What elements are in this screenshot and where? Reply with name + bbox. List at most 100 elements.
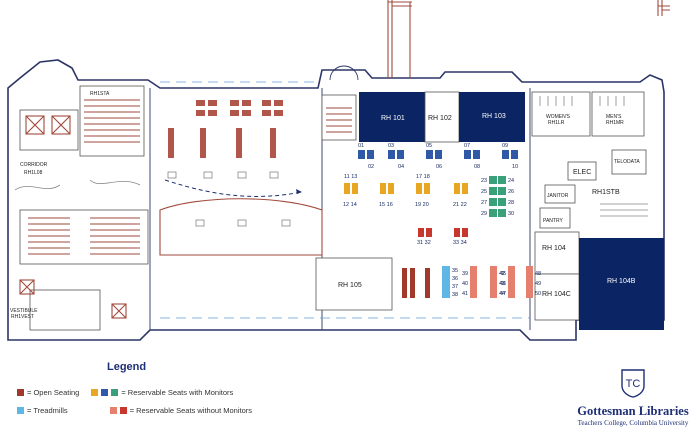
legend-title: Legend <box>107 361 147 373</box>
seat-23[interactable] <box>489 176 497 184</box>
seat-column-salmon_d[interactable] <box>526 266 533 298</box>
seat-label-50: 50 <box>535 291 541 297</box>
swatch-yellow-icon <box>91 389 99 396</box>
seat-label-10: 10 <box>512 164 518 170</box>
room-label-rh104: RH 104 <box>542 245 566 252</box>
treadmill-column[interactable] <box>442 266 450 298</box>
seat-01[interactable] <box>358 150 365 159</box>
seat-column-salmon_b[interactable] <box>490 266 497 298</box>
seat-yellow-3-a[interactable] <box>454 183 460 194</box>
seat-09[interactable] <box>502 150 509 159</box>
seat-25[interactable] <box>489 187 497 195</box>
seat-label-49: 49 <box>535 281 541 287</box>
seat-04[interactable] <box>397 150 404 159</box>
room-label-telodata: TELODATA <box>614 159 640 165</box>
seat-label-29: 29 <box>481 211 487 217</box>
room-label-womens: WOMEN'S <box>546 114 571 120</box>
seat-label-48: 48 <box>535 271 541 277</box>
room-label-rh1sta: RH1STA <box>90 91 110 97</box>
seat-03[interactable] <box>388 150 395 159</box>
legend-open-seating: = Open Seating = Reservable Seats with M… <box>17 388 233 397</box>
seat-26[interactable] <box>498 187 506 195</box>
seat-label-pair-bot-0: 12 14 <box>343 202 357 208</box>
room-label-womens-code: RH1LR <box>548 120 565 126</box>
room-label-rh105: RH 105 <box>338 282 362 289</box>
seat-label-08: 08 <box>474 164 480 170</box>
seat-label-41: 41 <box>462 291 468 297</box>
seat-02[interactable] <box>367 150 374 159</box>
seat-column-salmon_c[interactable] <box>508 266 515 298</box>
seat-label-red-pair-1: 33 34 <box>453 240 467 246</box>
seat-30[interactable] <box>498 209 506 217</box>
seat-label-25: 25 <box>481 189 487 195</box>
seat-label-06: 06 <box>436 164 442 170</box>
seat-red-1-a[interactable] <box>454 228 460 237</box>
seat-label-27: 27 <box>481 200 487 206</box>
brand-block: TC Gottesman Libraries Teachers College,… <box>568 368 698 427</box>
seat-red-1-b[interactable] <box>462 228 468 237</box>
seat-07[interactable] <box>464 150 471 159</box>
seat-05[interactable] <box>426 150 433 159</box>
seat-label-02: 02 <box>368 164 374 170</box>
room-label-mens: MEN'S <box>606 114 622 120</box>
seat-red-0-a[interactable] <box>418 228 424 237</box>
legend-monitors-label: = Reservable Seats with Monitors <box>121 388 234 397</box>
room-label-mens-code: RH1MR <box>606 120 624 126</box>
seat-24[interactable] <box>498 176 506 184</box>
seat-yellow-1-a[interactable] <box>380 183 386 194</box>
seat-label-pair-bot-3: 21 22 <box>453 202 467 208</box>
seat-27[interactable] <box>489 198 497 206</box>
seat-label-04: 04 <box>398 164 404 170</box>
room-rh101 <box>359 92 425 142</box>
left-wing: RH1STA CORRIDOR RH1L08 VESTIBULE RH1VEST <box>10 85 149 331</box>
brand-name: Gottesman Libraries <box>577 404 689 418</box>
seat-06[interactable] <box>435 150 442 159</box>
seat-label-23: 23 <box>481 178 487 184</box>
seat-yellow-2-b[interactable] <box>424 183 430 194</box>
seat-label-pair-top-1: 17 18 <box>416 174 430 180</box>
seat-29[interactable] <box>489 209 497 217</box>
open-seat-bar-3[interactable] <box>425 268 430 298</box>
swatch-open-icon <box>17 389 24 396</box>
seat-label-03: 03 <box>388 143 394 149</box>
room-label-rh1stb: RH1STB <box>592 189 620 196</box>
swatch-treadmill-icon <box>17 407 24 414</box>
seat-10[interactable] <box>511 150 518 159</box>
seat-label-39: 39 <box>462 271 468 277</box>
room-label-corridor: CORRIDOR <box>20 162 48 168</box>
seat-label-42: 42 <box>499 271 505 277</box>
seat-28[interactable] <box>498 198 506 206</box>
room-label-rh102: RH 102 <box>428 115 452 122</box>
room-label-vestibule-code: RH1VEST <box>11 314 34 320</box>
room-label-corridor-code: RH1L08 <box>24 170 43 176</box>
open-seat-bar-2[interactable] <box>410 268 415 298</box>
right-rooms: RH 104 RH 104C RH 104B RH 105 <box>315 231 664 330</box>
seat-08[interactable] <box>473 150 480 159</box>
seat-label-01: 01 <box>358 143 364 149</box>
seat-label-07: 07 <box>464 143 470 149</box>
room-rh104b <box>579 238 664 330</box>
seat-yellow-0-a[interactable] <box>344 183 350 194</box>
room-label-rh104c: RH 104C <box>542 291 571 298</box>
seat-yellow-2-a[interactable] <box>416 183 422 194</box>
swatch-red-icon <box>119 407 127 414</box>
seat-label-43: 43 <box>499 281 505 287</box>
seat-label-24: 24 <box>508 178 514 184</box>
seat-label-28: 28 <box>508 200 514 206</box>
seat-yellow-1-b[interactable] <box>388 183 394 194</box>
treadmill-label-38: 38 <box>452 292 458 298</box>
legend-no-monitors-label: = Reservable Seats without Monitors <box>129 406 252 415</box>
seat-column-salmon_a[interactable] <box>470 266 477 298</box>
swatch-blue-icon <box>101 389 109 396</box>
seat-label-pair-bot-2: 19 20 <box>415 202 429 208</box>
seat-yellow-0-b[interactable] <box>352 183 358 194</box>
room-label-janitor: JANITOR <box>547 193 569 199</box>
seat-label-47: 47 <box>500 291 506 297</box>
open-seat-bar-1[interactable] <box>402 268 407 298</box>
seat-red-0-b[interactable] <box>426 228 432 237</box>
seat-yellow-3-b[interactable] <box>462 183 468 194</box>
seat-label-pair-bot-1: 15 16 <box>379 202 393 208</box>
legend-treadmills: = Treadmills = Reservable Seats without … <box>17 406 252 415</box>
